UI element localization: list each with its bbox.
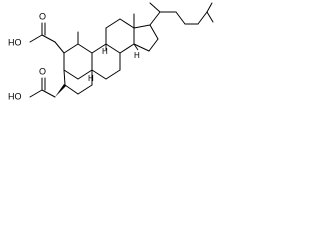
bond [77,69,93,80]
bond [149,2,161,13]
acetic-acid-arm-top [29,22,65,54]
bond [197,11,208,25]
bond [41,34,56,43]
bond [119,43,135,54]
bond [149,24,159,40]
ring-d [133,24,159,52]
bond [91,69,107,80]
bond [175,11,186,25]
hydroxyl-label-top: HO [8,37,22,47]
bond [206,2,213,13]
carbonyl-oxygen-label-bottom: O [39,66,46,76]
bond [105,43,121,54]
hydrogen-label-c9: H [102,47,108,56]
bond [91,43,107,54]
side-chain [149,2,214,26]
bond [105,69,121,80]
hash-bond [133,43,139,51]
bond [149,11,161,26]
carbonyl-oxygen-label-top: O [39,11,46,21]
bond [77,84,93,95]
bond [133,24,151,29]
stereo-hydrogens: H H H [88,43,140,83]
bond [54,41,65,54]
bond [119,18,135,29]
bond [63,69,79,80]
bond [148,38,159,52]
hydrogen-label-c8: H [88,74,94,83]
acetic-acid-arm-bottom [29,77,66,98]
wedge-bond [55,84,66,97]
bond [77,43,93,54]
structure-diagram: HO O HO O [8,2,214,101]
bond [105,18,121,29]
ring-b [63,43,121,80]
bond [206,11,214,23]
bond [63,43,79,54]
ring-c [105,18,135,54]
bond [133,43,150,52]
bond [63,69,66,86]
bond [41,89,56,98]
bond [29,89,43,98]
hydroxyl-label-bottom: HO [8,91,22,101]
bond [64,84,79,95]
bond [29,34,43,43]
ring-a [63,43,93,95]
hydrogen-label-c14: H [134,51,140,60]
